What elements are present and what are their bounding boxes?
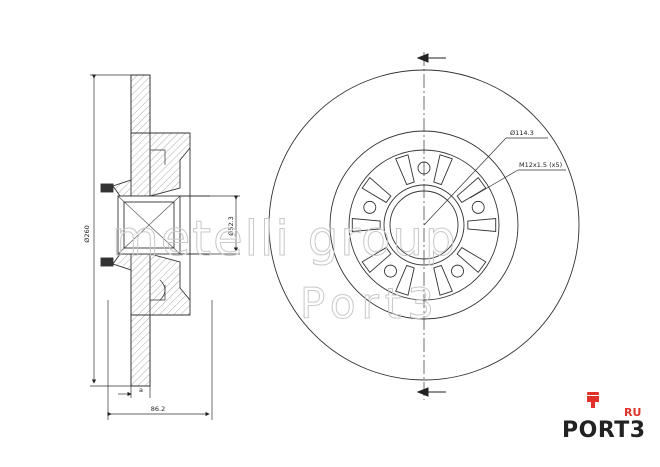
hub-rib (395, 154, 415, 186)
outer-diameter-label: Ø260 (83, 225, 91, 243)
bolt-hole (471, 200, 485, 214)
hub-rib (361, 176, 392, 204)
logo-wordmark: PORT3 (562, 418, 646, 443)
bolt-thread-label: M12x1.5 (x5) (519, 161, 562, 169)
dimension-total-height (107, 300, 213, 420)
hub-rib (467, 218, 497, 232)
watermark-metelli: metelli group (112, 211, 457, 267)
port3-logo: RU PORT3 (562, 392, 654, 454)
hub-rib (395, 264, 415, 296)
hub-rib (433, 154, 453, 186)
front-view (268, 52, 580, 400)
hub-ribs (351, 154, 497, 296)
dimension-center-bore (210, 195, 240, 255)
bolt-circle-label: Ø114.3 (510, 129, 534, 137)
bolt-hole (384, 264, 397, 278)
piston-icon (587, 392, 599, 408)
logo-suffix: RU (624, 406, 642, 419)
total-height-label: 86.2 (151, 405, 165, 413)
dimension-outer-diameter (90, 74, 131, 387)
bolt-hole (363, 200, 377, 214)
hub-rib (361, 246, 392, 274)
hub-rib (351, 218, 381, 232)
section-arrows (416, 53, 446, 397)
center-bore-label: Ø52.3 (227, 216, 235, 236)
hub-rib (456, 246, 487, 274)
bolt-hole (451, 264, 464, 278)
offset-label: a (139, 386, 143, 394)
watermark-port3: Port3 (300, 279, 440, 328)
leader-lines (423, 137, 566, 226)
side-section-view (100, 74, 210, 387)
hub-rib (456, 176, 487, 204)
hub-rib (433, 264, 453, 296)
